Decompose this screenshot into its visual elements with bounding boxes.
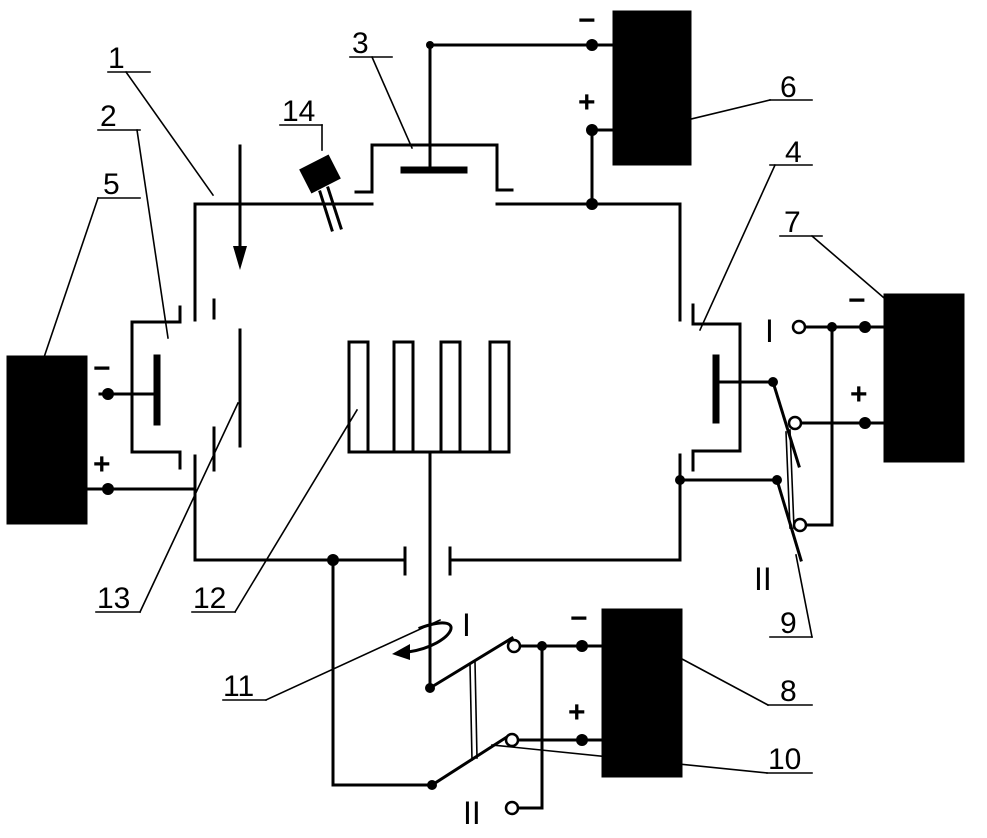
label-6: 6 (780, 71, 797, 104)
switch-9-link-b (789, 429, 795, 529)
leader-4 (698, 163, 777, 332)
switch-9-link-a (785, 431, 791, 529)
gas-inlet-arrowhead (233, 246, 247, 270)
supply-8-plus-sign: + (568, 696, 586, 729)
leader-8 (652, 642, 770, 707)
switch-9-position-two: II (754, 561, 772, 597)
label-5: 5 (103, 168, 120, 201)
switch-9-position-one: I (765, 313, 774, 349)
leader-5 (35, 196, 100, 380)
chamber-bottom-wall-left (193, 454, 407, 562)
supply-5-plus-sign: + (93, 448, 111, 481)
polarity-signs: − + − + − + − + (93, 4, 868, 729)
reference-labels: 1 2 3 4 5 6 7 8 9 10 11 12 13 14 (97, 27, 802, 776)
leader-7 (810, 234, 914, 324)
cathode-2-housing (130, 305, 182, 470)
substrate-fins (347, 340, 511, 454)
cathode-2 (84, 298, 242, 491)
cathode-3 (354, 43, 614, 194)
label-13: 13 (97, 582, 130, 615)
power-supply-6-box (612, 10, 692, 166)
leader-2 (136, 129, 169, 339)
supply-7-plus-sign: + (850, 378, 868, 411)
supply-8-bridge-lead (516, 644, 544, 810)
open-contacts (504, 319, 808, 816)
label-3: 3 (352, 27, 369, 60)
power-supply-5 (6, 355, 88, 525)
switch-10-blade-lower (429, 732, 513, 788)
power-supply-8-box (601, 608, 683, 778)
label-2: 2 (100, 100, 117, 133)
leader-6 (657, 99, 771, 128)
leader-13 (138, 401, 240, 614)
rotation-arrow-11 (406, 621, 453, 654)
power-supply-8 (601, 608, 683, 778)
label-12: 12 (193, 582, 226, 615)
switch-10-blade-upper (427, 635, 515, 691)
leader-lines (35, 55, 914, 774)
power-supply-7-box (883, 293, 965, 463)
supply-8-minus-sign: − (570, 602, 588, 635)
sensor-14-stem-a (318, 190, 334, 232)
supply-7-bridge-lead (798, 325, 834, 527)
leader-12 (233, 408, 359, 614)
power-supply-5-box (6, 355, 88, 525)
label-11: 11 (223, 670, 254, 703)
label-4: 4 (785, 136, 802, 169)
label-1: 1 (108, 42, 125, 75)
chamber-bottom-lead (331, 558, 434, 787)
leader-10 (491, 744, 768, 774)
substrate-holder-12 (347, 340, 511, 690)
sensor-14-stem-b (326, 186, 343, 230)
supply-5-minus-sign: − (93, 352, 111, 385)
cathode-4 (678, 303, 887, 562)
sensor-14 (299, 154, 343, 232)
rotation-arc (406, 621, 453, 654)
switch-10-position-two: II (463, 795, 481, 831)
source-5-plus-lead (84, 454, 197, 491)
leader-11 (264, 618, 442, 702)
switch-10-link-a (469, 663, 473, 761)
rotation-arrowhead (392, 644, 410, 660)
label-8: 8 (780, 675, 797, 708)
label-10: 10 (768, 743, 801, 776)
chamber-top-wall-left (193, 202, 374, 322)
switch-10 (331, 558, 605, 810)
label-9: 9 (780, 607, 797, 640)
leader-1 (124, 70, 215, 197)
sensor-14-head (299, 154, 341, 194)
junction-dots (102, 39, 871, 790)
leader-9 (795, 554, 813, 638)
cathode-3-housing (354, 143, 514, 194)
switch-position-labels: I II I II (462, 313, 774, 831)
supply-6-minus-sign: − (578, 4, 596, 37)
switch-10-link-b (474, 661, 478, 759)
label-7: 7 (784, 206, 801, 239)
switch-9-blade-upper (771, 380, 801, 468)
supply-6-plus-sign: + (578, 86, 596, 119)
power-supply-6-plus-lead (590, 128, 616, 206)
supply-7-minus-sign: − (848, 284, 866, 317)
power-supply-7 (883, 293, 965, 463)
chamber-right-wall-lower (448, 453, 682, 562)
switch-10-position-one: I (462, 607, 471, 643)
vacuum-chamber (193, 202, 682, 562)
label-14: 14 (282, 95, 315, 128)
power-supply-6 (590, 10, 692, 206)
cathode-4-housing (691, 303, 742, 472)
leader-3 (370, 55, 414, 150)
